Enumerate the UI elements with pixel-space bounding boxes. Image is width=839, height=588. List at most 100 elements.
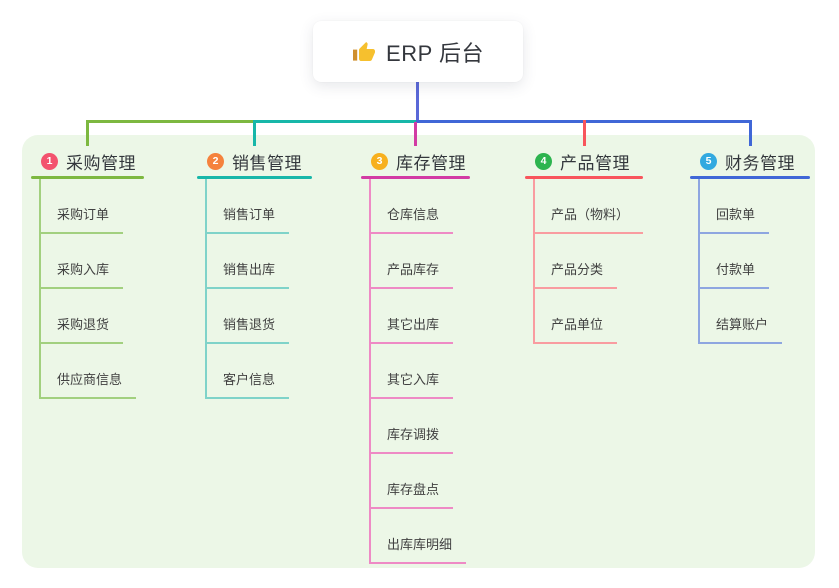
child-label: 回款单 <box>716 207 756 222</box>
branch-spine <box>369 179 371 562</box>
branch-label: 产品管理 <box>560 153 630 173</box>
child-node: 结算账户 <box>690 289 810 344</box>
child-label: 客户信息 <box>223 372 276 387</box>
branch-label: 财务管理 <box>725 153 795 173</box>
connector-drop-4 <box>583 120 586 146</box>
child-label: 产品（物料） <box>551 207 630 222</box>
child-item[interactable]: 产品（物料） <box>533 204 644 234</box>
branch-number-badge: 3 <box>371 152 388 170</box>
child-node: 回款单 <box>690 179 810 234</box>
branch-spine <box>205 179 207 397</box>
connector-bus-teal <box>253 120 417 123</box>
child-label: 库存调拨 <box>387 427 440 442</box>
branch-header[interactable]: 2 销售管理 <box>197 146 312 176</box>
child-node: 采购退货 <box>31 289 144 344</box>
child-item[interactable]: 产品单位 <box>533 314 618 344</box>
child-item[interactable]: 客户信息 <box>205 369 290 399</box>
branch-node-1: 1 采购管理采购订单采购入库采购退货供应商信息 <box>31 146 144 399</box>
connector-drop-5 <box>749 120 752 146</box>
child-node: 客户信息 <box>197 344 312 399</box>
child-item[interactable]: 销售退货 <box>205 314 290 344</box>
child-label: 其它入库 <box>387 372 440 387</box>
branch-underline <box>31 176 144 179</box>
branch-header[interactable]: 4 产品管理 <box>525 146 643 176</box>
child-item[interactable]: 其它出库 <box>369 314 454 344</box>
child-item[interactable]: 付款单 <box>698 259 770 289</box>
branch-header[interactable]: 3 库存管理 <box>361 146 470 176</box>
child-item[interactable]: 产品库存 <box>369 259 454 289</box>
child-node: 其它出库 <box>361 289 470 344</box>
child-node: 销售订单 <box>197 179 312 234</box>
branch-number-badge: 1 <box>41 152 58 170</box>
child-node: 产品库存 <box>361 234 470 289</box>
branch-children: 回款单付款单结算账户 <box>690 179 810 344</box>
child-item[interactable]: 库存盘点 <box>369 479 454 509</box>
child-node: 其它入库 <box>361 344 470 399</box>
child-label: 其它出库 <box>387 317 440 332</box>
branch-label: 采购管理 <box>66 153 136 173</box>
branch-number-badge: 5 <box>700 152 717 170</box>
child-item[interactable]: 销售订单 <box>205 204 290 234</box>
child-node: 库存调拨 <box>361 399 470 454</box>
connector-drop-1 <box>86 120 89 146</box>
child-item[interactable]: 供应商信息 <box>39 369 137 399</box>
child-item[interactable]: 销售出库 <box>205 259 290 289</box>
branch-spine <box>533 179 535 342</box>
child-item[interactable]: 其它入库 <box>369 369 454 399</box>
child-label: 仓库信息 <box>387 207 440 222</box>
connector-drop-3 <box>414 122 417 146</box>
child-item[interactable]: 采购订单 <box>39 204 124 234</box>
branch-header[interactable]: 1 采购管理 <box>31 146 144 176</box>
child-item[interactable]: 回款单 <box>698 204 770 234</box>
branch-children: 采购订单采购入库采购退货供应商信息 <box>31 179 144 399</box>
child-label: 销售订单 <box>223 207 276 222</box>
child-node: 付款单 <box>690 234 810 289</box>
branch-label: 销售管理 <box>232 153 302 173</box>
child-item[interactable]: 结算账户 <box>698 314 783 344</box>
connector-bus-green <box>86 120 256 123</box>
branch-node-3: 3 库存管理仓库信息产品库存其它出库其它入库库存调拨库存盘点出库库明细 <box>361 146 470 564</box>
branch-spine <box>698 179 700 342</box>
child-item[interactable]: 库存调拨 <box>369 424 454 454</box>
branch-spine <box>39 179 41 397</box>
branch-node-5: 5 财务管理回款单付款单结算账户 <box>690 146 810 344</box>
branch-label: 库存管理 <box>396 153 466 173</box>
child-node: 产品单位 <box>525 289 643 344</box>
child-node: 仓库信息 <box>361 179 470 234</box>
connector-drop-2 <box>253 120 256 146</box>
branch-number-badge: 2 <box>207 152 224 170</box>
child-label: 产品分类 <box>551 262 604 277</box>
child-label: 库存盘点 <box>387 482 440 497</box>
child-node: 产品分类 <box>525 234 643 289</box>
branch-children: 销售订单销售出库销售退货客户信息 <box>197 179 312 399</box>
root-node[interactable]: ERP 后台 <box>313 21 523 82</box>
child-node: 产品（物料） <box>525 179 644 234</box>
child-node: 供应商信息 <box>31 344 144 399</box>
child-label: 供应商信息 <box>57 372 123 387</box>
child-label: 付款单 <box>716 262 756 277</box>
child-item[interactable]: 采购入库 <box>39 259 124 289</box>
child-label: 销售退货 <box>223 317 276 332</box>
branch-underline <box>197 176 312 179</box>
child-node: 销售出库 <box>197 234 312 289</box>
child-label: 销售出库 <box>223 262 276 277</box>
branch-underline <box>525 176 643 179</box>
child-label: 结算账户 <box>716 317 769 332</box>
child-item[interactable]: 采购退货 <box>39 314 124 344</box>
child-item[interactable]: 出库库明细 <box>369 534 467 564</box>
child-item[interactable]: 仓库信息 <box>369 204 454 234</box>
branches-panel <box>22 135 815 568</box>
connector-root-line <box>416 82 419 123</box>
child-label: 采购入库 <box>57 262 110 277</box>
child-label: 产品单位 <box>551 317 604 332</box>
child-node: 销售退货 <box>197 289 312 344</box>
child-node: 出库库明细 <box>361 509 470 564</box>
child-label: 采购订单 <box>57 207 110 222</box>
branch-underline <box>361 176 470 179</box>
branch-number-badge: 4 <box>535 152 552 170</box>
child-item[interactable]: 产品分类 <box>533 259 618 289</box>
thumbs-up-icon <box>352 40 376 64</box>
branch-header[interactable]: 5 财务管理 <box>690 146 810 176</box>
child-node: 采购入库 <box>31 234 144 289</box>
